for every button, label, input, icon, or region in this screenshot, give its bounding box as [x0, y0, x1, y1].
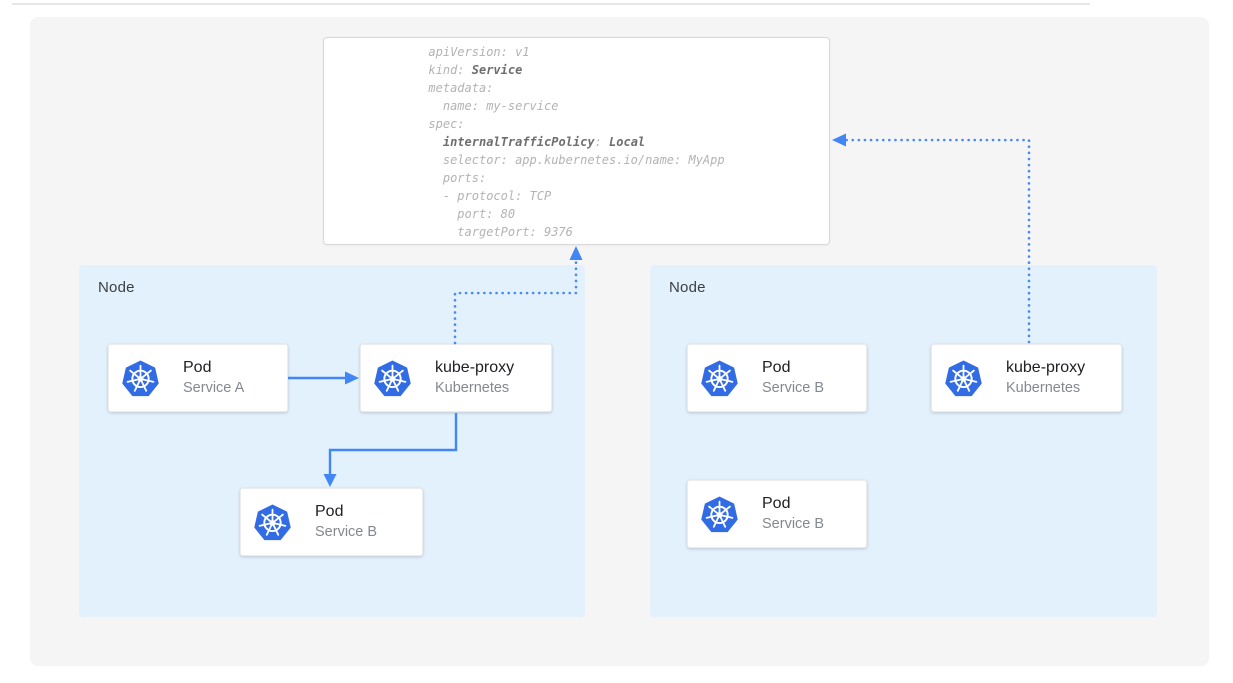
card-title: Pod	[762, 495, 791, 512]
card-title: kube-proxy	[435, 359, 515, 376]
kubernetes-icon	[944, 359, 983, 398]
card-subtitle: Service A	[183, 380, 245, 396]
node-box-left: Node	[79, 265, 585, 617]
kubernetes-icon	[121, 359, 160, 398]
card-title: Pod	[315, 503, 344, 520]
card-title: Pod	[762, 359, 791, 376]
card-subtitle: Kubernetes	[435, 380, 510, 396]
card-subtitle: Service B	[315, 524, 378, 540]
card-pod-service-b-left: Pod Service B	[240, 488, 423, 556]
card-pod-service-a: Pod Service A	[108, 344, 288, 412]
node-label-left: Node	[98, 279, 135, 296]
card-pod-service-b-right-top: Pod Service B	[687, 344, 867, 412]
kubernetes-icon	[700, 359, 739, 398]
card-subtitle: Service B	[762, 380, 825, 396]
kubernetes-icon	[253, 503, 292, 542]
kubernetes-icon	[373, 359, 412, 398]
card-title: Pod	[183, 359, 212, 376]
card-pod-service-b-right-bottom: Pod Service B	[687, 480, 867, 548]
card-subtitle: Kubernetes	[1006, 380, 1081, 396]
card-kube-proxy-right: kube-proxy Kubernetes	[931, 344, 1122, 412]
node-label-right: Node	[669, 279, 706, 296]
node-box-right: Node	[650, 265, 1157, 617]
card-title: kube-proxy	[1006, 359, 1086, 376]
card-kube-proxy-left: kube-proxy Kubernetes	[360, 344, 552, 412]
top-divider-line	[12, 3, 1090, 5]
kubernetes-icon	[700, 495, 739, 534]
card-subtitle: Service B	[762, 516, 825, 532]
